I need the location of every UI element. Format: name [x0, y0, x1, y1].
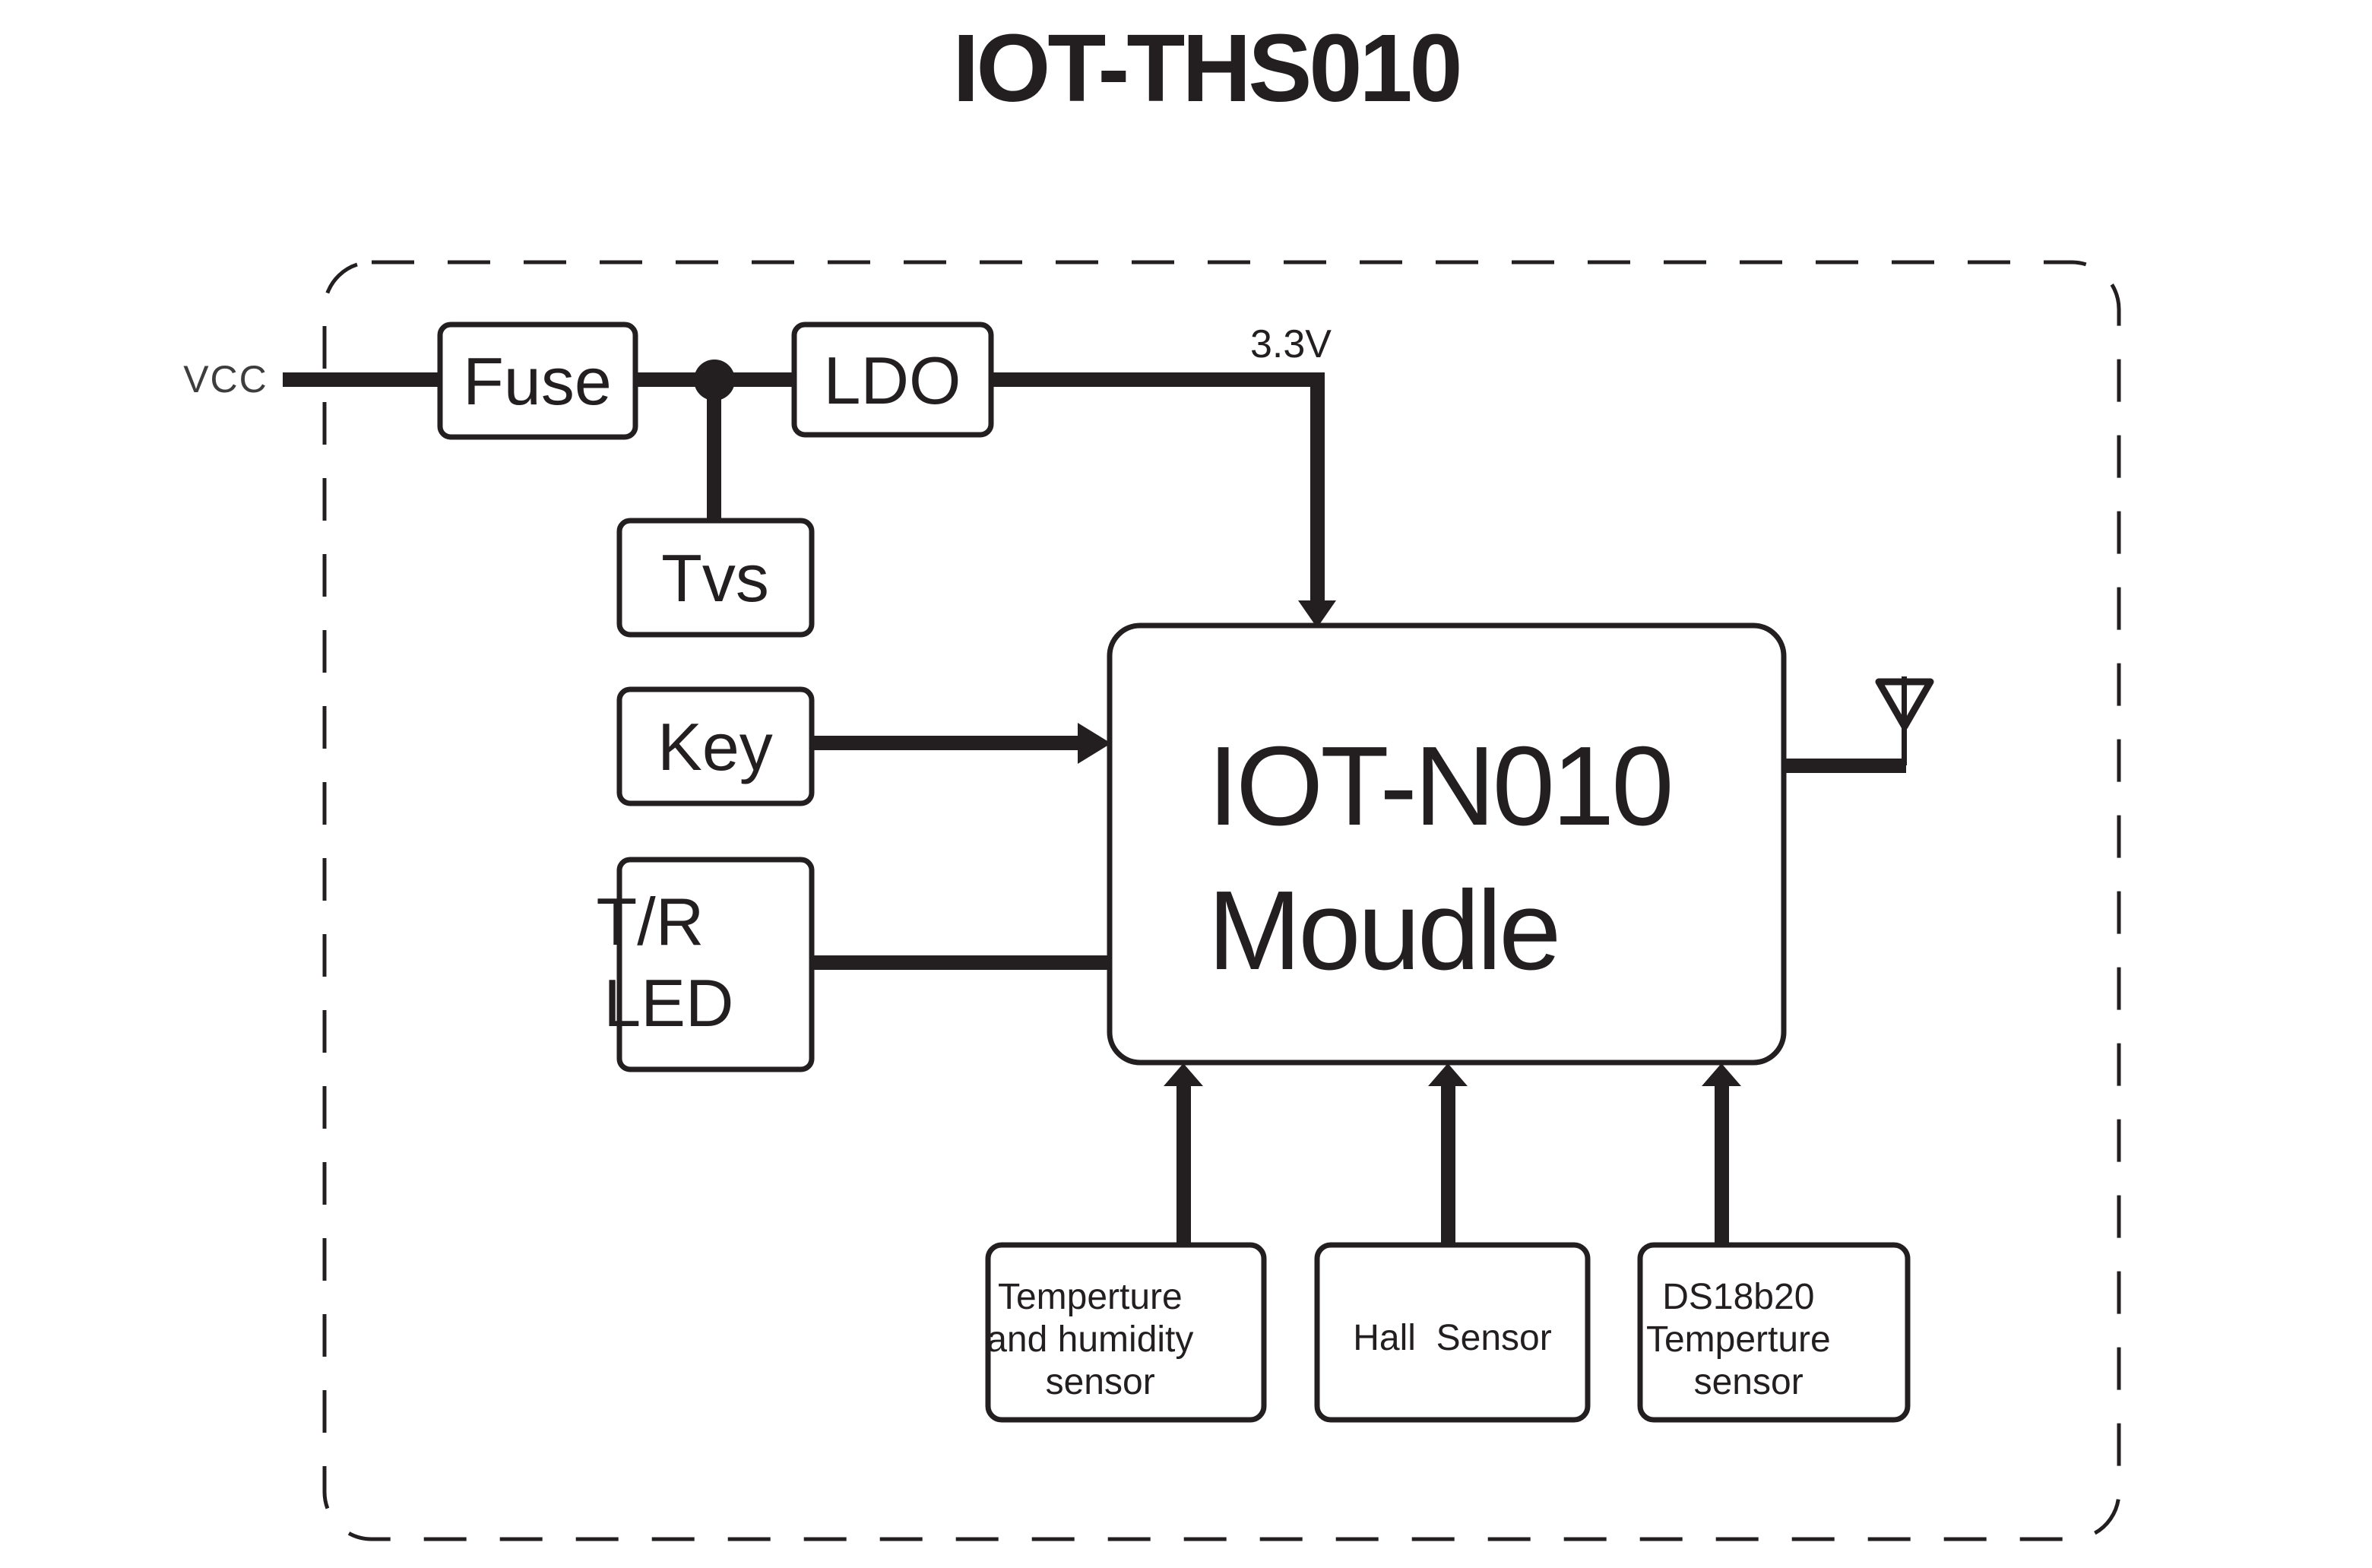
temp-humidity-sensor-label-line1: Temperture — [998, 1277, 1183, 1317]
ds18b20-sensor-label-line3: sensor — [1694, 1362, 1804, 1402]
ldo-label: LDO — [824, 343, 961, 418]
hall-sensor-block — [1314, 1242, 1591, 1423]
ds18b20-arrow-shaft — [1715, 1085, 1729, 1250]
temp-humidity-arrowhead — [1164, 1063, 1203, 1086]
iot-n010-module-label-line2: Moudle — [1208, 868, 1558, 993]
tr-led-block — [616, 857, 815, 1072]
tr-led-label-line1: T/R — [597, 884, 705, 959]
hall-sensor-label: Hall Sensor — [1353, 1318, 1551, 1358]
ds18b20-sensor-label-line1: DS18b20 — [1662, 1277, 1814, 1317]
hall-arrowhead — [1428, 1063, 1468, 1086]
rail-3v3-vertical-line — [1310, 372, 1325, 602]
temp-humidity-sensor-label-line3: sensor — [1046, 1362, 1155, 1402]
rail-3v3-arrowhead — [1298, 600, 1336, 628]
iot-n010-module-label: IOT-N010 Moudle — [0, 0, 1868, 993]
fuse-label: Fuse — [463, 344, 612, 419]
ds18b20-sensor-block — [1637, 1242, 1911, 1423]
ds18b20-sensor-label: DS18b20 Temperture sensor — [1646, 1277, 1831, 1402]
ldo-block — [791, 322, 994, 438]
tr-led-to-module-line — [810, 955, 1113, 970]
temp-humidity-sensor-block — [985, 1242, 1267, 1423]
ds18b20-arrowhead — [1702, 1063, 1741, 1086]
rail-3v3-horizontal-line — [991, 372, 1325, 387]
tvs-block — [616, 518, 815, 638]
vcc-input-line — [283, 372, 442, 387]
fuse-block — [437, 322, 638, 440]
hall-arrow-shaft — [1441, 1085, 1455, 1250]
system-boundary-border — [322, 260, 2121, 1541]
antenna-icon — [1875, 676, 1934, 765]
temp-humidity-arrow-shaft — [1176, 1085, 1191, 1250]
vcc-label: VCC — [183, 358, 268, 401]
junction-dot — [694, 360, 735, 401]
antenna-feed-line — [1782, 759, 1906, 773]
key-label: Key — [657, 709, 773, 784]
rail-3v3-label: 3.3V — [1250, 322, 1332, 366]
key-block — [616, 686, 815, 806]
tvs-label: Tvs — [661, 540, 769, 616]
iot-n010-module-label-line1: IOT-N010 — [1208, 724, 1671, 849]
iot-n010-module-block — [1107, 622, 1787, 1066]
key-arrowhead — [1078, 723, 1111, 764]
tr-led-label: T/R LED — [0, 0, 834, 1041]
antenna-triangle — [1875, 678, 1934, 730]
tr-led-label-line2: LED — [603, 965, 733, 1041]
junction-to-tvs-line — [707, 380, 721, 524]
diagram-title: IOT-THS010 — [952, 14, 1459, 122]
temp-humidity-sensor-label-line2: and humidity — [986, 1319, 1193, 1360]
temp-humidity-sensor-label: Temperture and humidity sensor — [0, 0, 1265, 1402]
ds18b20-sensor-label-line2: Temperture — [1646, 1319, 1831, 1360]
key-arrow-shaft — [810, 736, 1078, 750]
